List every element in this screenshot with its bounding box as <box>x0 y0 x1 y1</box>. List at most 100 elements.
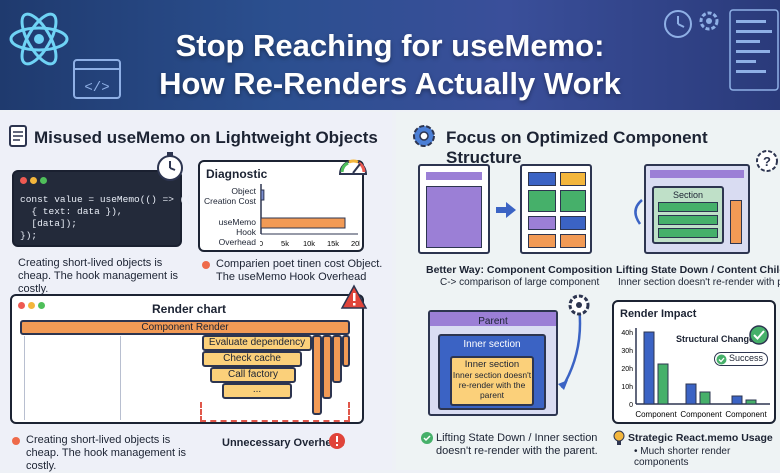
ri-bar-blue-2 <box>685 383 697 405</box>
composed-block <box>560 216 586 230</box>
better-way-subtitle: C-> comparison of large component <box>440 277 600 288</box>
code-text: const value = useMemo(() => ({ { text: d… <box>20 194 191 242</box>
inner-section-box: Inner section Inner section doesn't re-r… <box>450 356 534 406</box>
composed-block <box>560 190 586 212</box>
overhead-label: Unnecessary Overhead <box>222 437 345 449</box>
bar-call-factory: Call factory <box>210 367 296 383</box>
header-banner: </> Stop Reaching for useMemo: How Re-Re… <box>0 0 780 110</box>
diagnostic-row2-label: useMemo Hook Overhead <box>218 217 256 247</box>
diagnostic-title: Diagnostic <box>206 167 268 181</box>
gauge-icon <box>338 159 368 175</box>
ri-tick: 30h <box>621 348 633 355</box>
bullet-icon <box>202 261 210 269</box>
ri-tick: 10h <box>621 384 633 391</box>
maximize-dot-icon <box>40 177 47 184</box>
ri-category: Component <box>635 410 677 419</box>
code-line-2: { text: data }), <box>20 206 123 217</box>
parent-caption: Lifting State Down / Inner section doesn… <box>436 432 598 457</box>
section-row <box>658 202 718 212</box>
bar-stack-4 <box>342 335 350 367</box>
gear-icon <box>413 125 435 147</box>
composed-block <box>560 172 586 186</box>
render-impact-caption-text: • Much shorter render components <box>634 446 731 468</box>
large-component-box <box>418 164 490 254</box>
arrow-curve-icon <box>634 199 643 225</box>
render-chart-caption: Creating short-lived objects is cheap. T… <box>26 434 187 472</box>
code-line-3: [data]); <box>20 218 78 229</box>
grid-line <box>24 336 25 420</box>
clock-icon <box>664 10 692 38</box>
ri-category: Component <box>680 410 722 419</box>
bar-component-render: Component Render <box>20 320 350 335</box>
render-chart-title: Render chart <box>151 302 227 316</box>
bar-stack-2 <box>322 335 332 399</box>
title-line-2: How Re-Renders Actually Work <box>159 66 621 101</box>
section-row <box>658 228 718 238</box>
maximize-dot-icon <box>38 302 45 309</box>
section-row <box>658 215 718 225</box>
render-impact-caption-title: Strategic React.memo Usage <box>628 432 773 444</box>
check-circle-icon <box>716 354 727 365</box>
check-circle-icon <box>421 432 433 444</box>
diagnostic-tick: 10k <box>303 239 315 248</box>
minimize-dot-icon <box>28 302 35 309</box>
composed-block <box>528 190 556 212</box>
bar-evaluate-dependency: Evaluate dependency <box>202 335 312 351</box>
gear-icon <box>699 11 719 31</box>
section-inner: Section <box>652 186 724 244</box>
inner-section-label: Inner section <box>463 339 521 350</box>
ri-tick: 40h <box>621 330 633 337</box>
ri-tick: 0 <box>629 402 633 409</box>
composed-block <box>528 172 556 186</box>
render-impact-title: Render Impact <box>620 308 697 320</box>
code-line-1: const value = useMemo(() => ({ <box>20 194 192 205</box>
parent-label: Parent <box>478 316 508 327</box>
diagnostic-chart: 05k10k15k20k <box>260 184 360 248</box>
bar-stack-3 <box>332 335 342 383</box>
large-component-body <box>426 186 482 248</box>
section-title: Section <box>672 190 704 200</box>
section-box: Section <box>644 164 750 254</box>
diagnostic-bar <box>260 189 265 201</box>
ri-bar-blue-1 <box>643 331 655 405</box>
check-circle-icon <box>749 325 769 345</box>
composed-block <box>560 234 586 248</box>
ri-category: Component <box>725 410 767 419</box>
document-icon <box>9 125 27 147</box>
bar-check-cache: Check cache <box>202 351 302 367</box>
diagnostic-row1-label: Object Creation Cost <box>204 186 256 206</box>
section-header <box>650 170 744 178</box>
structural-change-label: Structural Change <box>676 334 755 344</box>
inner-section-box-text: Inner section doesn't re-render with the… <box>452 370 532 400</box>
section-side-bar <box>730 200 742 244</box>
diagnostic-tick: 5k <box>281 239 289 248</box>
parent-header <box>430 312 556 326</box>
ri-bar-green-3 <box>745 399 757 405</box>
grid-line <box>120 336 121 420</box>
code-line-4: }); <box>20 230 38 241</box>
title-line-1: Stop Reaching for useMemo: <box>175 28 605 63</box>
diagnostic-caption: Comparien poet tinen cost Object. The us… <box>216 258 383 283</box>
arrow-right-icon <box>496 202 516 218</box>
code-lines-icon <box>729 9 779 91</box>
overhead-bracket <box>200 402 350 422</box>
composed-component-box <box>520 164 592 254</box>
inner-section-box-title: Inner section <box>464 359 520 370</box>
diagnostic-bar <box>260 217 346 229</box>
bar-stack-1 <box>312 335 322 415</box>
success-label: Success <box>729 353 764 363</box>
question-icon: ? <box>756 150 778 172</box>
inner-section-outer: Inner section Inner section Inner sectio… <box>438 334 546 410</box>
ri-bar-green-2 <box>699 391 711 405</box>
diagnostic-card: Diagnostic Object Creation Cost useMemo … <box>198 160 364 252</box>
parent-box: Parent Inner section Inner section Inner… <box>428 310 558 416</box>
left-heading: Misused useMemo on Lightweight Objects <box>34 128 378 147</box>
lifting-title: Lifting State Down / Content Children <box>616 264 780 276</box>
large-component-header <box>426 172 482 180</box>
diagnostic-tick: 20k <box>351 239 360 248</box>
right-heading: Focus on Optimized Component Structure <box>446 128 708 167</box>
stopwatch-icon <box>157 152 183 181</box>
lightbulb-icon <box>613 430 625 445</box>
react-logo-icon <box>9 12 69 66</box>
